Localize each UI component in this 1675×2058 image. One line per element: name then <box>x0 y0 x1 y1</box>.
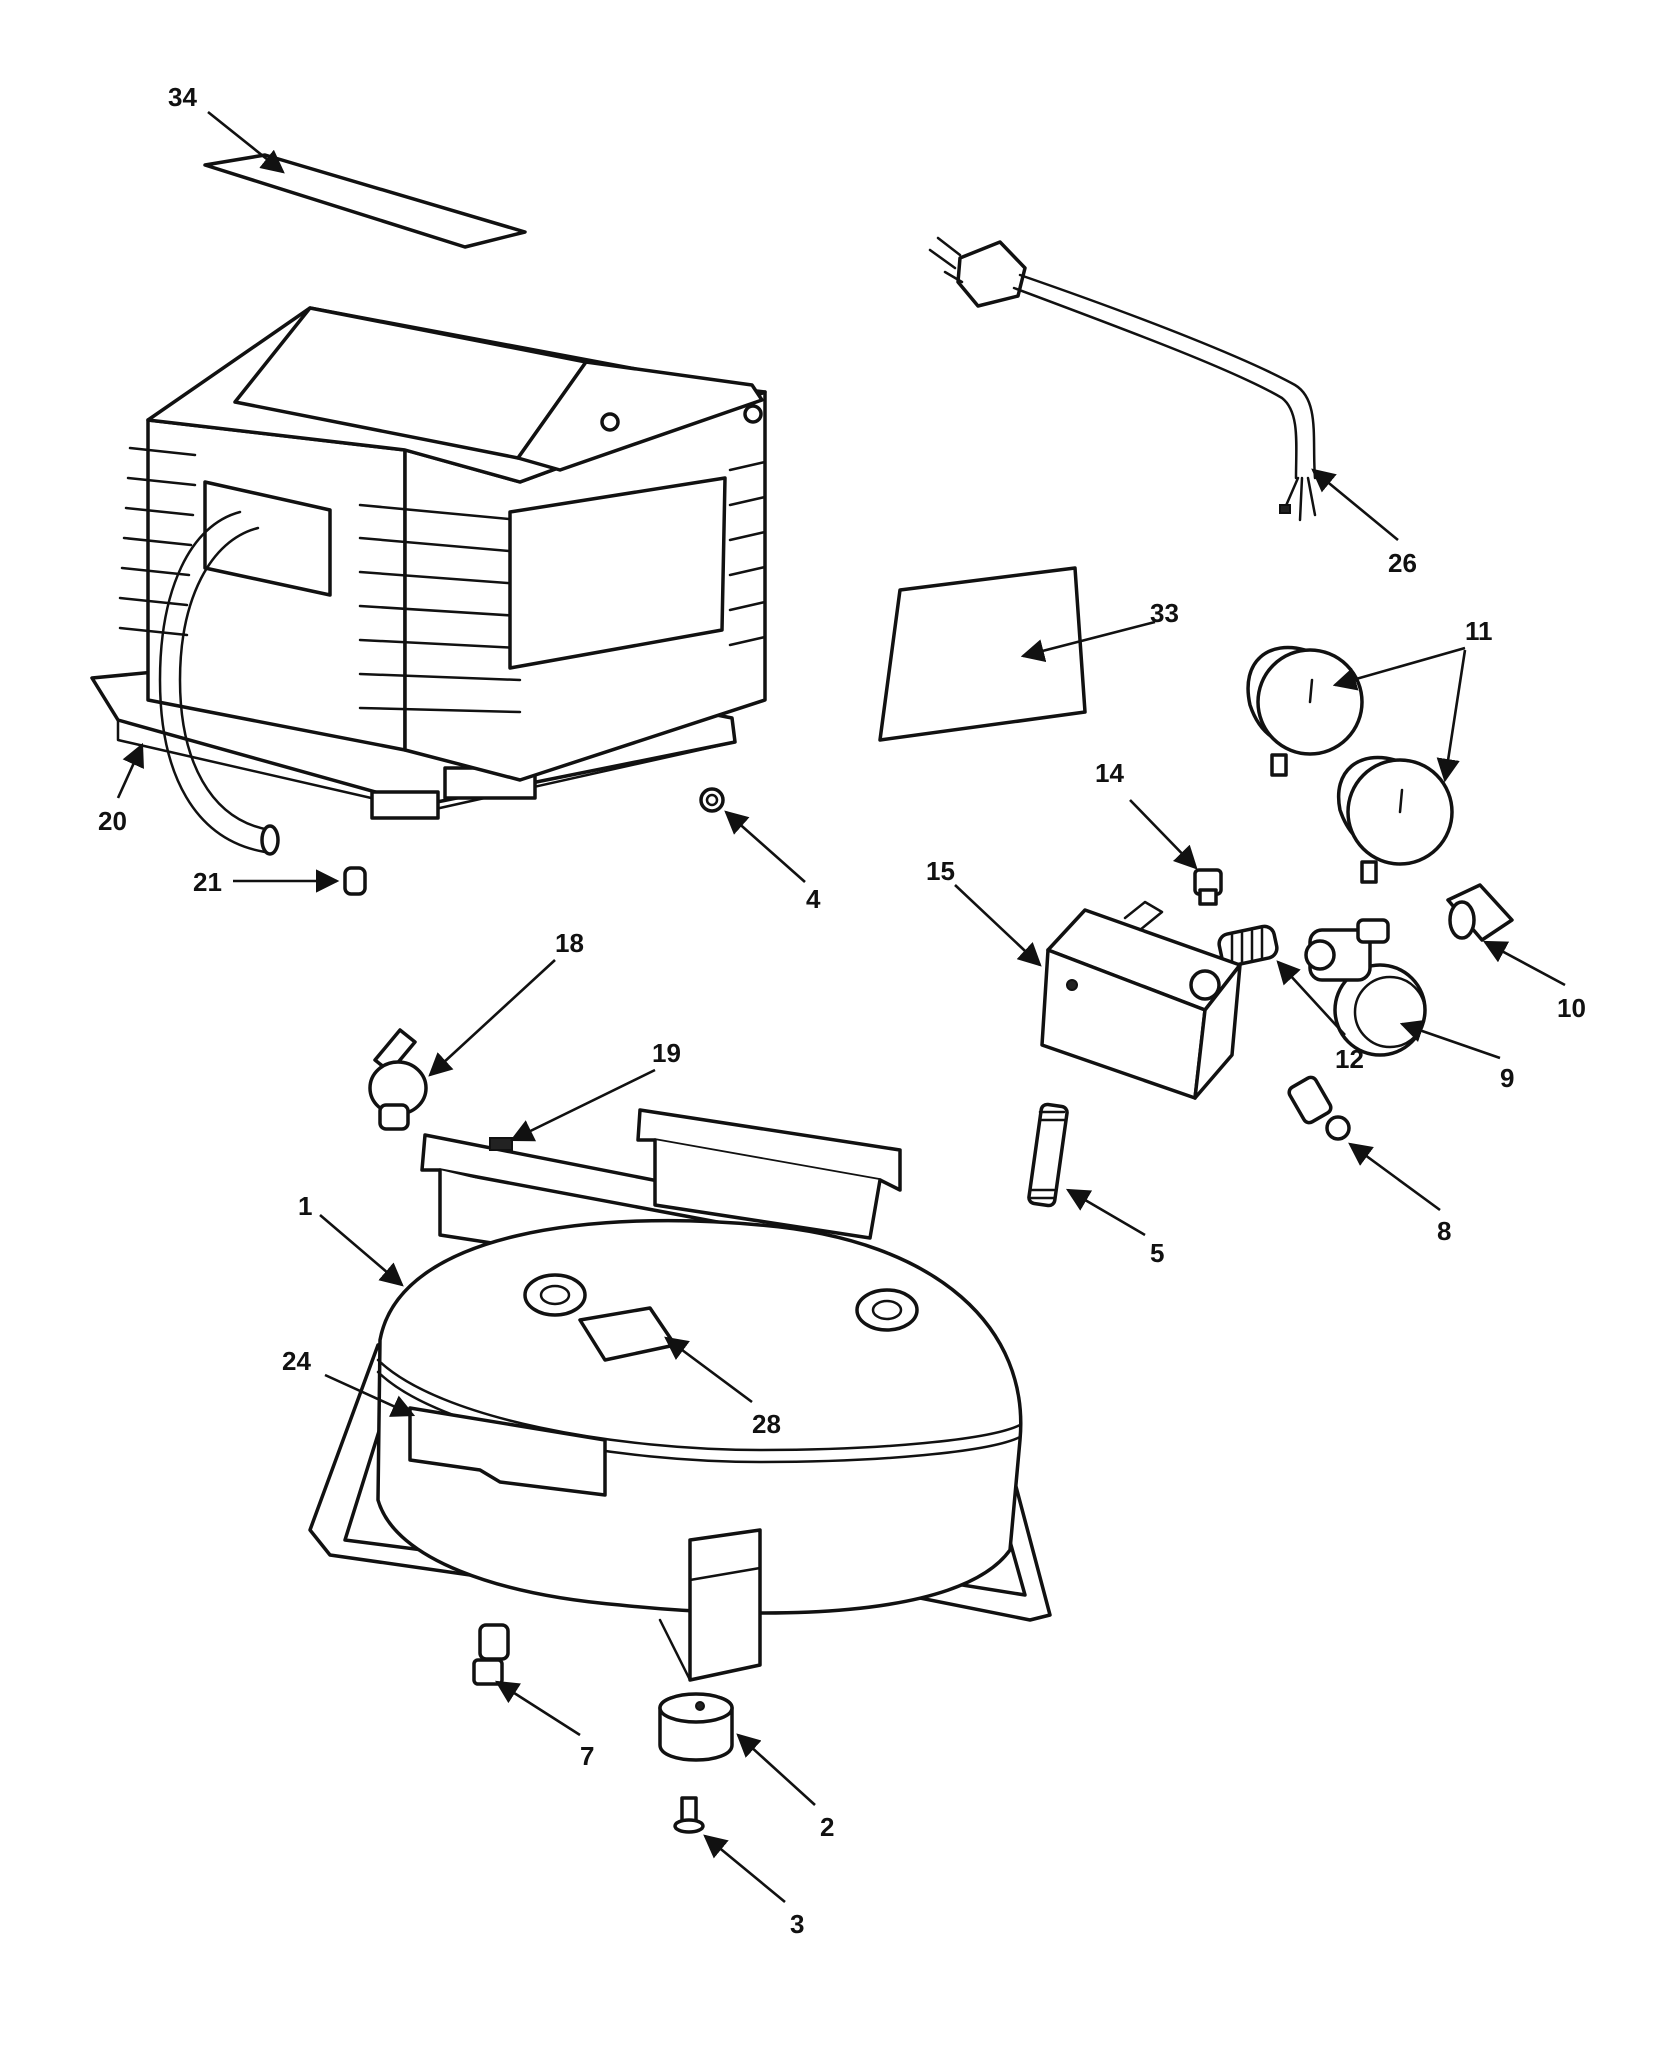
part-26-power-cord <box>928 236 1317 522</box>
part-9-regulator <box>1304 918 1427 1057</box>
part-7-drain-valve <box>472 1623 510 1686</box>
callout-10: 10 <box>1557 993 1586 1023</box>
motor-shroud-assembly <box>90 306 767 856</box>
callout-1: 1 <box>298 1191 312 1221</box>
part-10-fitting <box>1446 883 1514 942</box>
part-4-nut <box>699 787 725 813</box>
part-2-rubber-foot <box>658 1692 734 1762</box>
right-grille-slots <box>728 460 767 647</box>
leader-lines <box>116 110 1566 1904</box>
callout-2: 2 <box>820 1812 834 1842</box>
callout-14: 14 <box>1095 758 1124 788</box>
callout-28: 28 <box>752 1409 781 1439</box>
callout-34: 34 <box>168 82 197 112</box>
part-33-decal <box>878 566 1087 742</box>
part-8-safety-valve <box>1287 1075 1351 1141</box>
callout-33: 33 <box>1150 598 1179 628</box>
callout-3: 3 <box>790 1909 804 1939</box>
callout-9: 9 <box>1500 1063 1514 1093</box>
callout-18: 18 <box>555 928 584 958</box>
part-15-pressure-switch <box>1040 900 1242 1100</box>
callout-26: 26 <box>1388 548 1417 578</box>
part-3-screw <box>673 1796 705 1834</box>
part-14-plug <box>1193 868 1223 906</box>
callout-labels: 34 26 33 11 20 21 4 14 15 10 12 9 18 19 … <box>98 82 1586 1939</box>
part-21-fitting <box>343 866 367 896</box>
part-11-gauges <box>1246 645 1454 884</box>
callout-12: 12 <box>1335 1044 1364 1074</box>
part-12-nipple <box>1217 924 1279 968</box>
part-18-barb-fitting <box>368 1028 428 1131</box>
callout-24: 24 <box>282 1346 311 1376</box>
left-grille-slots <box>118 446 197 637</box>
callout-21: 21 <box>193 867 222 897</box>
callout-5: 5 <box>1150 1238 1164 1268</box>
callout-15: 15 <box>926 856 955 886</box>
part-34-label-decal <box>203 153 527 249</box>
callout-7: 7 <box>580 1741 594 1771</box>
callout-4: 4 <box>806 884 821 914</box>
callout-8: 8 <box>1437 1216 1451 1246</box>
part-5-nipple <box>1027 1102 1069 1208</box>
callout-11: 11 <box>1465 616 1493 646</box>
callout-20: 20 <box>98 806 127 836</box>
part-1-air-tank <box>308 1218 1052 1682</box>
callout-19: 19 <box>652 1038 681 1068</box>
middle-grille-slots <box>358 503 522 714</box>
